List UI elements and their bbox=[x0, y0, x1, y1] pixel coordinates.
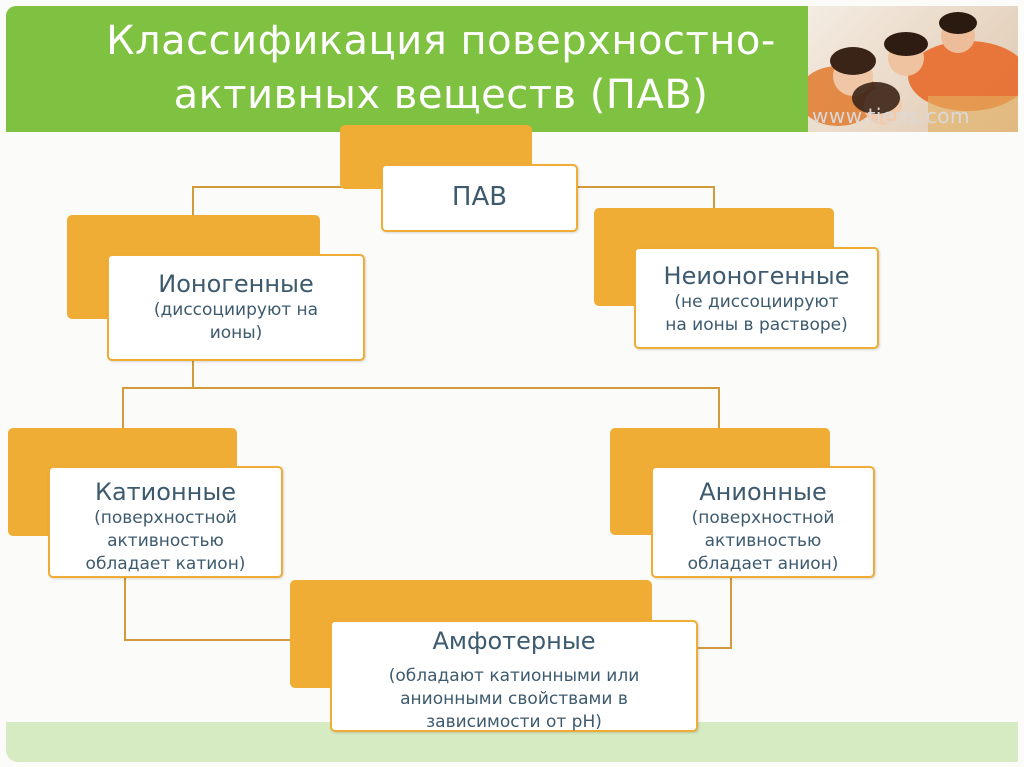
header-photo bbox=[808, 6, 1018, 132]
slide-title-line-2: активных веществ (ПАВ) bbox=[173, 72, 709, 118]
cationic-node-desc-line-2: активностью bbox=[107, 531, 224, 551]
anionic-node-desc-line-3: обладает анион) bbox=[687, 554, 839, 574]
ionogenic-node-desc-line-1: (диссоциируют на bbox=[153, 300, 319, 320]
slide-title: Классификация поверхностно- активных вещ… bbox=[26, 14, 856, 122]
ionogenic-node-desc-line-2: ионы) bbox=[209, 323, 263, 343]
cationic-node-label: Катионные bbox=[94, 478, 237, 506]
connector-root-to-nonionogenic bbox=[578, 186, 715, 208]
cationic-node-desc-line-1: (поверхностной bbox=[94, 508, 237, 528]
connector-ionogenic-to-cationic bbox=[122, 360, 194, 428]
amphoteric-node-desc-line-3: зависимости от pH) bbox=[426, 712, 602, 732]
people-photo-illustration bbox=[808, 12, 1018, 132]
ionogenic-node: Ионогенные (диссоциируют на ионы) bbox=[107, 254, 365, 361]
ionogenic-node-label: Ионогенные bbox=[158, 270, 314, 298]
amphoteric-node: Амфотерные (обладают катионными или анио… bbox=[330, 620, 698, 732]
nonionogenic-node-label: Неионогенные bbox=[663, 262, 850, 290]
nonionogenic-node-desc-line-2: на ионы в растворе) bbox=[665, 315, 848, 335]
amphoteric-node-label: Амфотерные bbox=[432, 627, 596, 655]
amphoteric-node-desc-line-1: (обладают катионными или bbox=[388, 666, 640, 686]
cationic-node-desc-line-3: обладает катион) bbox=[85, 554, 246, 574]
connector-ionogenic-to-anionic bbox=[193, 387, 720, 428]
connector-root-to-ionogenic bbox=[192, 186, 342, 215]
connector-cationic-to-amphoteric bbox=[124, 578, 290, 641]
anionic-node: Анионные (поверхностной активностью обла… bbox=[651, 466, 875, 578]
root-node-label: ПАВ bbox=[451, 182, 508, 212]
amphoteric-node-desc-line-2: анионными свойствами в bbox=[400, 689, 628, 709]
root-node: ПАВ bbox=[381, 164, 578, 232]
slide-title-line-1: Классификация поверхностно- bbox=[106, 18, 776, 64]
watermark-text: www.tiens.com bbox=[812, 104, 970, 128]
anionic-node-label: Анионные bbox=[699, 478, 827, 506]
anionic-node-desc-line-2: активностью bbox=[704, 531, 822, 551]
cationic-node: Катионные (поверхностной активностью обл… bbox=[48, 466, 283, 578]
nonionogenic-node: Неионогенные (не диссоциируют на ионы в … bbox=[634, 247, 879, 349]
nonionogenic-node-desc-line-1: (не диссоциируют bbox=[674, 292, 839, 312]
anionic-node-desc-line-1: (поверхностной bbox=[691, 508, 835, 528]
